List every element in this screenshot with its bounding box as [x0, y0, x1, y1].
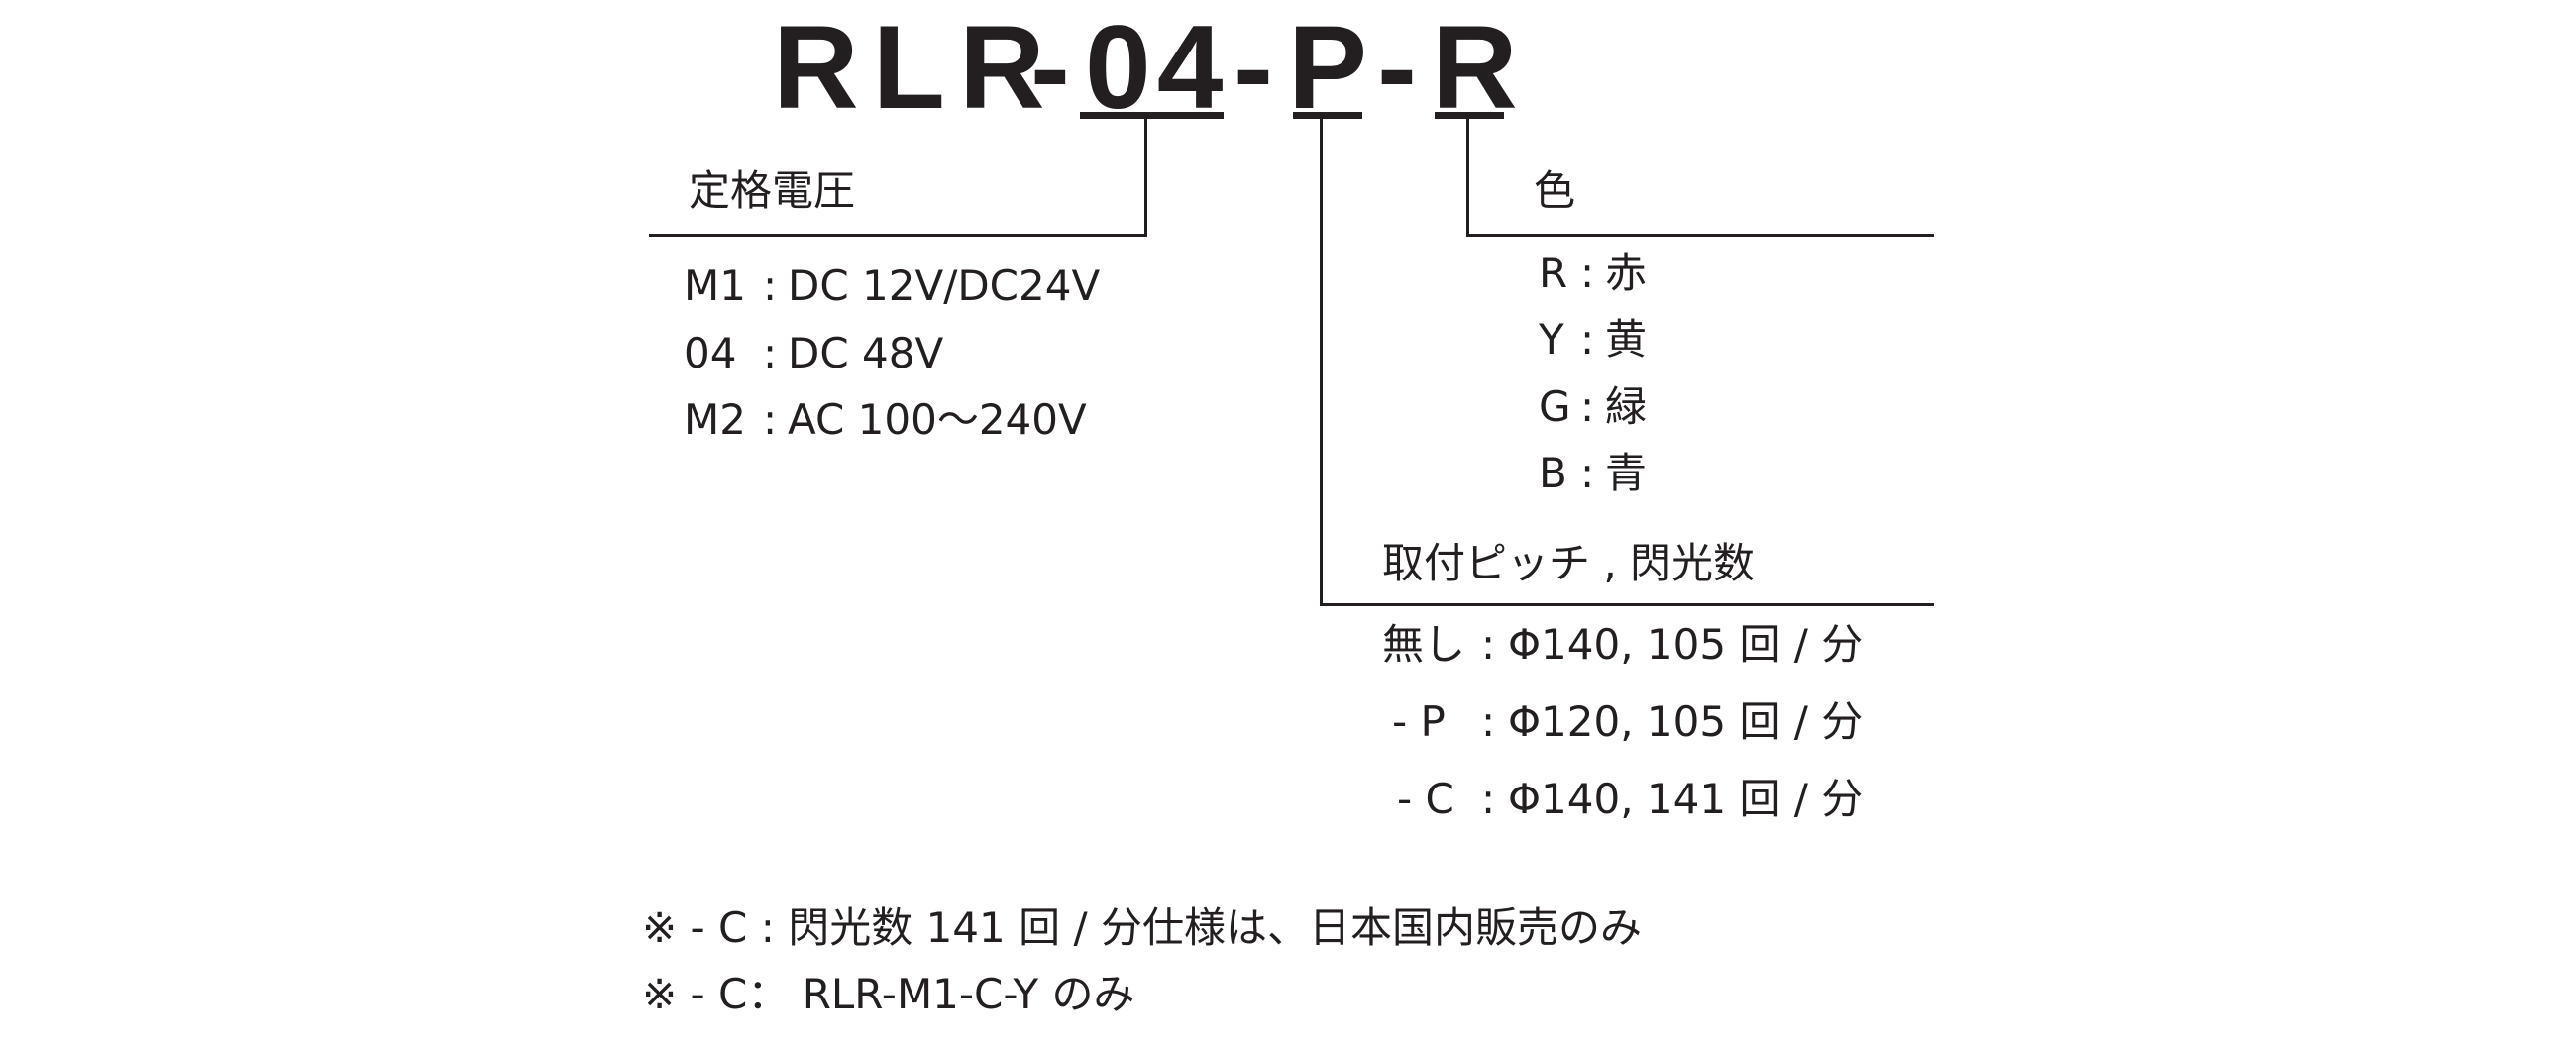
model-prefix: RLR [773, 1, 1059, 134]
voltage-separator: : [763, 395, 778, 444]
pitch-separator: : [1481, 697, 1496, 746]
footnote: ※ - C： RLR-M1-C-Y のみ [642, 970, 1135, 1018]
color-code: B [1539, 449, 1567, 497]
pitch-code: 無し [1382, 620, 1466, 669]
color-value: 青 [1605, 449, 1648, 497]
model-voltage-code: 04 [1085, 1, 1230, 134]
color-code-underline [1435, 112, 1504, 119]
color-separator: : [1580, 249, 1595, 297]
model-separator: - [1234, 1, 1273, 134]
pitch-connector-vertical [1320, 119, 1323, 606]
voltage-connector-vertical [1144, 119, 1147, 237]
voltage-separator: : [763, 329, 778, 377]
voltage-code-underline [1080, 112, 1224, 119]
color-value: 赤 [1605, 249, 1648, 297]
pitch-code: - P [1392, 697, 1446, 746]
voltage-code: M2 [684, 395, 746, 444]
color-connector-vertical [1466, 119, 1469, 237]
color-separator: : [1580, 315, 1595, 364]
model-separator: - [1377, 1, 1417, 134]
pitch-title-rule [1320, 603, 1934, 606]
voltage-value: DC 12V/DC24V [788, 262, 1101, 310]
color-title: 色 [1534, 166, 1576, 215]
pitch-title: 取付ピッチ , 閃光数 [1382, 539, 1756, 587]
color-separator: : [1580, 449, 1595, 497]
voltage-title: 定格電圧 [689, 166, 856, 215]
color-title-rule [1466, 234, 1934, 237]
voltage-code: M1 [684, 262, 746, 310]
color-code: G [1539, 382, 1571, 431]
color-value: 黄 [1605, 315, 1648, 364]
pitch-separator: : [1481, 620, 1496, 669]
color-code: Y [1539, 315, 1564, 364]
voltage-title-rule [649, 234, 1147, 237]
voltage-code: 04 [684, 329, 737, 377]
pitch-code-underline [1293, 112, 1362, 119]
pitch-value: Φ140, 141 回 / 分 [1508, 775, 1864, 823]
pitch-value: Φ120, 105 回 / 分 [1508, 697, 1864, 746]
model-pitch-code: P [1288, 1, 1368, 134]
footnote: ※ - C : 閃光数 141 回 / 分仕様は、日本国内販売のみ [642, 903, 1642, 952]
pitch-separator: : [1481, 775, 1496, 823]
pitch-code: - C [1397, 775, 1454, 823]
model-color-code: R [1432, 1, 1518, 134]
color-code: R [1539, 249, 1568, 297]
pitch-value: Φ140, 105 回 / 分 [1508, 620, 1864, 669]
voltage-value: AC 100〜240V [788, 395, 1087, 444]
voltage-value: DC 48V [788, 329, 944, 377]
model-separator: - [1030, 1, 1070, 134]
color-value: 緑 [1605, 382, 1648, 431]
color-separator: : [1580, 382, 1595, 431]
voltage-separator: : [763, 262, 778, 310]
